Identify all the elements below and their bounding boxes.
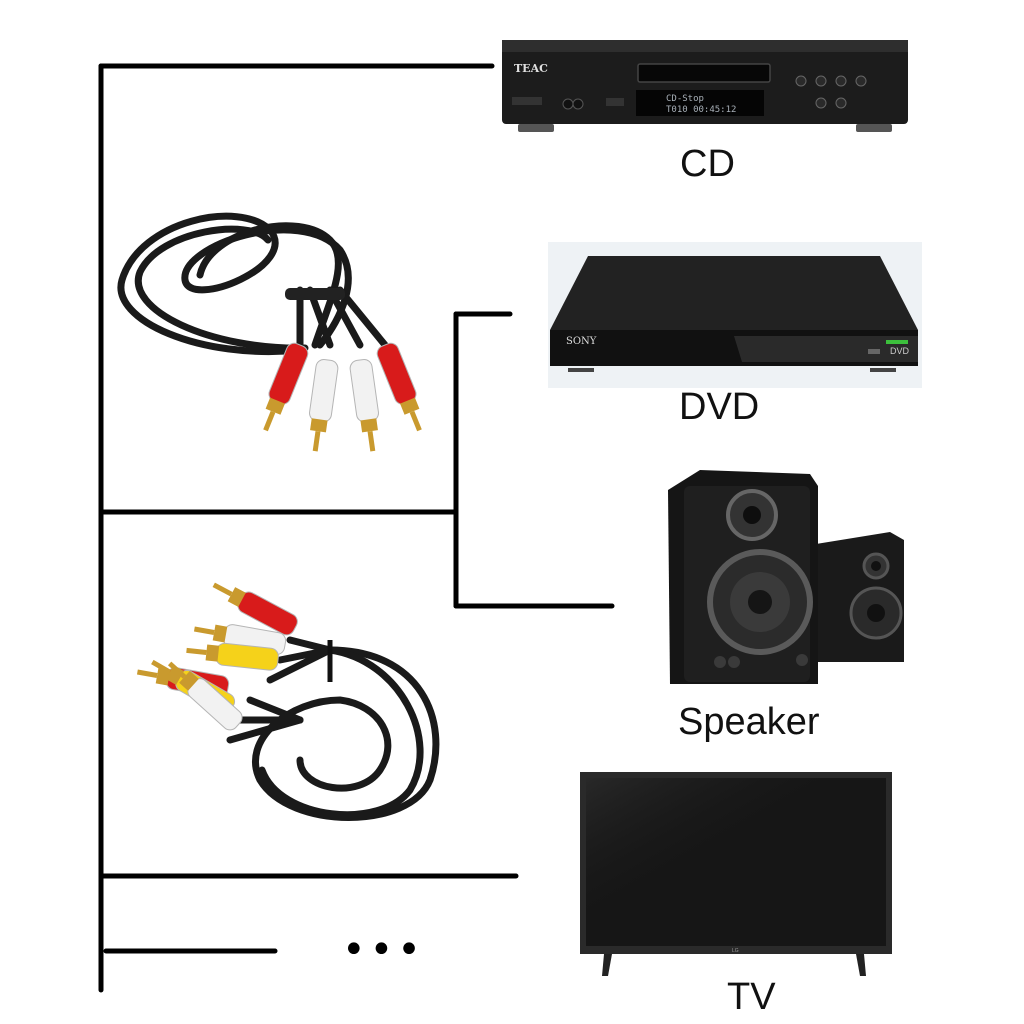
rca-plug-1 <box>263 342 309 432</box>
rca-plug-lower-6 <box>167 661 243 731</box>
dvd-disc-logo: DVD <box>890 346 910 356</box>
dvd-label: DVD <box>679 386 760 428</box>
cd-label: CD <box>680 143 735 185</box>
three-rca-cable-image <box>226 636 440 821</box>
cd-display-line1: CD-Stop <box>666 94 704 104</box>
cd-player-image: CD-Stop T010 00:45:12 TEAC <box>502 40 908 132</box>
rca-plug-4 <box>376 342 422 432</box>
connector-lines <box>98 63 615 993</box>
rca-plug-2 <box>309 359 339 452</box>
tv-image: LG <box>580 772 892 976</box>
two-rca-cable-image <box>117 212 389 356</box>
rca-plug-lower-3 <box>186 642 279 671</box>
tv-label: TV <box>727 976 776 1018</box>
tv-brand-logo: LG <box>732 948 739 954</box>
speaker-label: Speaker <box>678 701 820 743</box>
cd-brand-logo: TEAC <box>514 62 548 75</box>
rca-plug-3 <box>349 359 379 452</box>
more-devices-indicator: ••• <box>342 927 425 973</box>
dvd-brand-logo: SONY <box>566 336 597 347</box>
cd-display-line2: T010 00:45:12 <box>666 105 736 115</box>
rca-plug-lower-1 <box>212 582 298 636</box>
cable-plugs <box>136 342 422 731</box>
dvd-player-image: SONY DVD <box>548 242 922 388</box>
speakers-image <box>668 470 904 684</box>
